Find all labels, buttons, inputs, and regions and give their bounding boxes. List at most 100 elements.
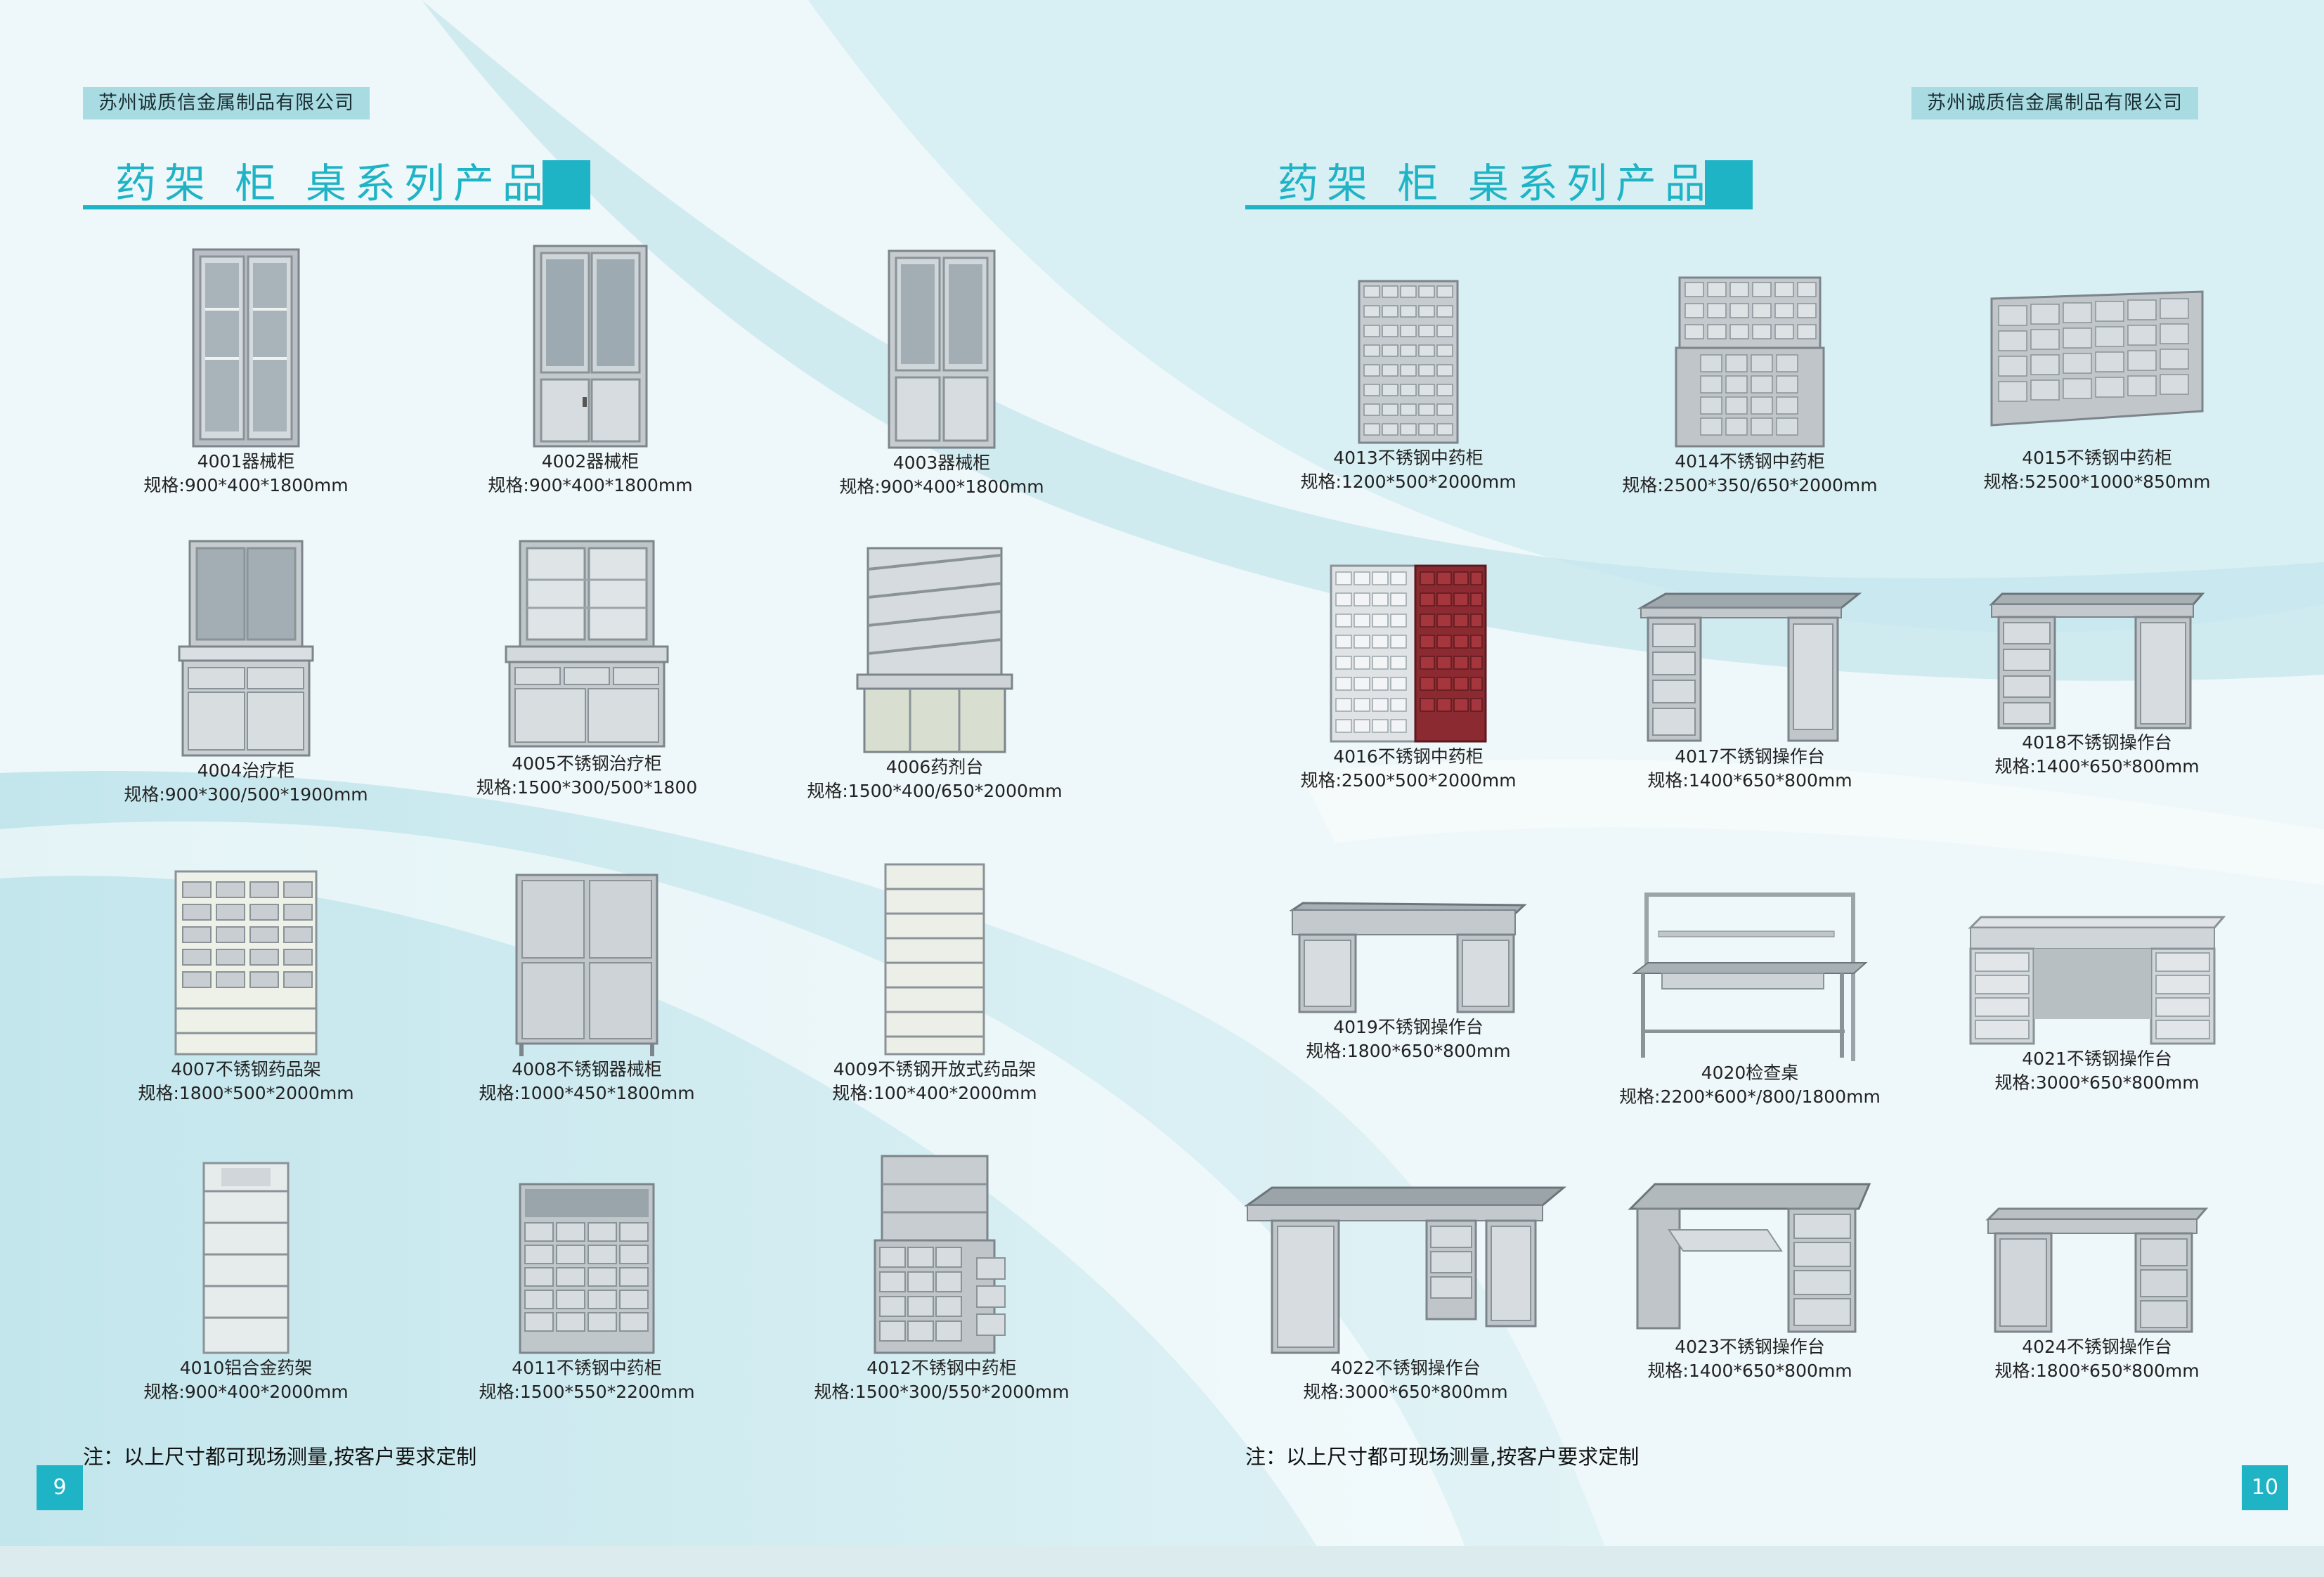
product-image-workbench [1637,590,1862,745]
product-name: 4016不锈钢中药柜 [1333,746,1484,767]
product-image-workbench [1988,590,2206,731]
product-image-workbench [1985,1205,2209,1335]
product-spec: 规格:1500*300/500*1800 [476,777,698,798]
product-card-4001[interactable]: 4001器械柜 规格:900*400*1800mm [84,246,408,498]
product-image-chinese-medicine-cabinet [871,1153,1012,1356]
product-card-4008[interactable]: 4008不锈钢器械柜 规格:1000*450*1800mm [425,871,748,1105]
product-image-medicine-rack [169,868,323,1058]
product-card-4020[interactable]: 4020检查桌 规格:2200*600*/800/1800mm [1588,889,1911,1109]
company-label-left: 苏州诚质信金属制品有限公司 [83,87,370,119]
product-spec: 规格:100*400*2000mm [832,1083,1037,1103]
product-name: 4020检查桌 [1701,1063,1799,1083]
footnote-right: 注：以上尺寸都可现场测量,按客户要求定制 [1245,1445,1640,1469]
title-underline [1245,205,1753,209]
product-spec: 规格:2500*500*2000mm [1300,770,1517,791]
page-number-right: 10 [2242,1465,2288,1510]
product-card-4024[interactable]: 4024不锈钢操作台 规格:1800*650*800mm [1935,1205,2259,1383]
product-spec: 规格:52500*1000*850mm [1983,472,2211,492]
product-image-workbench [1627,1181,1873,1335]
product-spec: 规格:1000*450*1800mm [479,1083,695,1103]
product-card-4014[interactable]: 4014不锈钢中药柜 规格:2500*350/650*2000mm [1588,274,1911,498]
product-image-inspection-table [1630,889,1869,1061]
product-name: 4022不锈钢操作台 [1330,1358,1481,1378]
product-name: 4018不锈钢操作台 [2022,732,2172,753]
product-card-4010[interactable]: 4010铝合金药架 规格:900*400*2000mm [84,1160,408,1404]
product-spec: 规格:1400*650*800mm [1647,1361,1852,1381]
product-card-4005[interactable]: 4005不锈钢治疗柜 规格:1500*300/500*1800 [425,538,748,800]
product-name: 4017不锈钢操作台 [1675,746,1825,767]
product-card-4006[interactable]: 4006药剂台 规格:1500*400/650*2000mm [773,541,1096,803]
product-name: 4006药剂台 [885,757,984,777]
product-card-4002[interactable]: 4002器械柜 规格:900*400*1800mm [429,242,752,498]
product-spec: 规格:1800*650*800mm [1994,1361,2200,1381]
section-title-left: 药架 柜 桌系列产品 [83,157,590,209]
product-image-cabinet [885,247,998,451]
product-image-instrument-cabinet [509,871,664,1058]
product-name: 4014不锈钢中药柜 [1675,451,1825,472]
product-spec: 规格:900*400*1800mm [839,476,1044,497]
product-card-4019[interactable]: 4019不锈钢操作台 规格:1800*650*800mm [1247,900,1570,1063]
product-spec: 规格:2200*600*/800/1800mm [1619,1086,1881,1107]
product-name: 4012不锈钢中药柜 [866,1358,1017,1378]
product-spec: 规格:1500*400/650*2000mm [807,781,1063,801]
product-name: 4011不锈钢中药柜 [512,1358,662,1378]
product-image-treatment-cabinet [502,538,671,752]
product-spec: 规格:2500*350/650*2000mm [1622,475,1878,495]
product-name: 4010铝合金药架 [179,1358,313,1378]
product-spec: 规格:900*400*1800mm [488,475,693,495]
product-image-aluminum-rack [200,1160,292,1356]
product-card-4009[interactable]: 4009不锈钢开放式药品架 规格:100*400*2000mm [773,861,1096,1105]
company-label-right: 苏州诚质信金属制品有限公司 [1911,87,2198,119]
page-number-left: 9 [37,1465,83,1510]
product-card-4004[interactable]: 4004治疗柜 规格:900*300/500*1900mm [84,538,408,807]
product-name: 4021不锈钢操作台 [2022,1049,2172,1069]
product-image-workbench [1967,914,2227,1047]
product-image-workbench [1244,1184,1567,1356]
product-card-4013[interactable]: 4013不锈钢中药柜 规格:1200*500*2000mm [1247,278,1570,494]
product-image-treatment-cabinet [176,538,316,759]
product-name: 4024不锈钢操作台 [2022,1337,2172,1357]
product-name: 4005不锈钢治疗柜 [512,753,662,774]
product-name: 4009不锈钢开放式药品架 [833,1059,1037,1079]
title-underline [83,205,590,209]
product-spec: 规格:1200*500*2000mm [1300,472,1517,492]
product-image-chinese-medicine-cabinet [1673,274,1827,450]
product-name: 4007不锈钢药品架 [171,1059,321,1079]
product-name: 4019不锈钢操作台 [1333,1017,1484,1037]
product-spec: 规格:1800*650*800mm [1306,1041,1511,1061]
product-name: 4003器械柜 [892,453,991,473]
product-name: 4001器械柜 [197,451,295,472]
product-spec: 规格:900*400*1800mm [143,475,349,495]
product-spec: 规格:1800*500*2000mm [138,1083,354,1103]
product-image-open-rack [882,861,987,1058]
product-spec: 规格:900*400*2000mm [143,1382,349,1402]
product-image-chinese-medicine-cabinet [1327,562,1489,745]
product-name: 4002器械柜 [541,451,640,472]
product-card-4011[interactable]: 4011不锈钢中药柜 规格:1500*550*2200mm [425,1181,748,1404]
product-card-4012[interactable]: 4012不锈钢中药柜 规格:1500*300/550*2000mm [780,1153,1103,1404]
product-name: 4008不锈钢器械柜 [512,1059,662,1079]
product-card-4007[interactable]: 4007不锈钢药品架 规格:1800*500*2000mm [84,868,408,1105]
product-card-4021[interactable]: 4021不锈钢操作台 规格:3000*650*800mm [1935,914,2259,1095]
product-image-workbench [1289,900,1528,1015]
section-title-text: 药架 柜 桌系列产品 [1278,160,1714,207]
product-card-4023[interactable]: 4023不锈钢操作台 规格:1400*650*800mm [1588,1181,1911,1383]
section-title-right: 药架 柜 桌系列产品 [1245,157,1753,209]
section-title-text: 药架 柜 桌系列产品 [115,160,552,207]
product-image-dispensing-table [854,541,1015,755]
product-spec: 规格:3000*650*800mm [1303,1382,1508,1402]
title-accent-block [1705,160,1753,209]
product-image-cabinet [531,242,650,450]
product-name: 4004治疗柜 [197,760,295,781]
product-card-4003[interactable]: 4003器械柜 规格:900*400*1800mm [780,247,1103,499]
product-card-4022[interactable]: 4022不锈钢操作台 规格:3000*650*800mm [1244,1184,1567,1404]
product-card-4016[interactable]: 4016不锈钢中药柜 规格:2500*500*2000mm [1247,562,1570,793]
product-card-4017[interactable]: 4017不锈钢操作台 规格:1400*650*800mm [1588,590,1911,793]
product-card-4015[interactable]: 4015不锈钢中药柜 规格:52500*1000*850mm [1935,285,2259,494]
product-spec: 规格:1400*650*800mm [1647,770,1852,791]
product-image-chinese-medicine-cabinet [1356,278,1461,446]
product-spec: 规格:900*300/500*1900mm [124,784,368,805]
product-card-4018[interactable]: 4018不锈钢操作台 规格:1400*650*800mm [1935,590,2259,779]
footnote-left: 注：以上尺寸都可现场测量,按客户要求定制 [83,1445,477,1469]
